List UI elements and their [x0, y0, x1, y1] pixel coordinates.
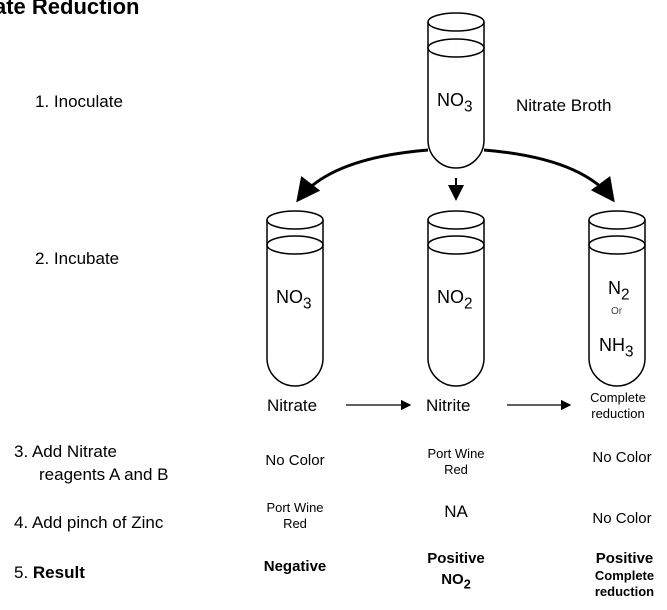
result-positive-complete-line3: reduction [594, 584, 655, 599]
arrow-to-complete [483, 148, 615, 203]
result-positive-complete-line1: Positive [595, 550, 654, 567]
or-label: Or [611, 306, 623, 317]
result-positive-complete: Positive Complete reduction [582, 550, 667, 600]
reagent-result-complete: No Color [592, 449, 652, 466]
zinc-result-nitrate-line1: Port Wine [266, 500, 324, 515]
stage-nitrite: Nitrite [426, 396, 471, 415]
step-result-label: Result [32, 563, 85, 582]
n2-formula: N2 [608, 278, 630, 302]
n2-formula-main: N [608, 278, 621, 298]
reagent-result-nitrite: Port Wine Red [411, 446, 501, 478]
result-no2-main: NO [441, 571, 464, 588]
nitrite-formula-main: NO [437, 287, 464, 307]
nitrite-formula-sub: 2 [464, 295, 473, 313]
nitrate-formula-sub: 3 [303, 295, 312, 313]
result-negative: Negative [263, 558, 327, 575]
n2-formula-sub: 2 [621, 286, 630, 304]
nitrate-tube-formula: NO3 [276, 287, 312, 311]
arrow-to-nitrate [296, 148, 429, 203]
broth-formula-main: NO [437, 90, 464, 110]
step-add-reagents-line2: reagents A and B [39, 465, 169, 484]
reagent-result-nitrate: No Color [265, 452, 325, 469]
zinc-result-nitrite: NA [444, 502, 468, 521]
stage-complete-line1: Complete [590, 390, 646, 405]
nitrate-tube [266, 210, 324, 387]
step-inoculate: 1. Inoculate [35, 92, 123, 111]
broth-formula-sub: 3 [464, 98, 473, 116]
stage-nitrate: Nitrate [267, 396, 318, 415]
broth-tube-formula: NO3 [437, 90, 473, 114]
nh3-formula-main: NH [599, 335, 625, 355]
stage-complete-reduction: Complete reduction [582, 390, 654, 422]
nitrite-tube [427, 210, 485, 387]
result-positive-complete-line2: Complete [594, 568, 655, 583]
result-positive-label: Positive [427, 550, 485, 567]
zinc-result-nitrate-line2: Red [283, 516, 307, 531]
zinc-result-complete: No Color [592, 510, 652, 527]
result-no2-sub: 2 [463, 576, 471, 592]
page-title: ate Reduction [0, 0, 140, 19]
complete-reduction-tube [588, 210, 646, 387]
reagent-result-nitrite-line1: Port Wine [427, 446, 485, 461]
step-incubate: 2. Incubate [35, 249, 120, 268]
step-add-reagents-line1: 3. Add Nitrate [14, 442, 118, 461]
zinc-result-nitrate: Port Wine Red [250, 500, 340, 532]
reagent-result-nitrite-line2: Red [444, 462, 468, 477]
nitrate-broth-label: Nitrate Broth [516, 96, 612, 115]
step-result-number: 5. [14, 563, 33, 582]
result-positive-no2: Positive NO2 [411, 550, 501, 592]
nh3-formula: NH3 [599, 335, 634, 359]
step-result: 5. Result [14, 562, 85, 584]
nitrite-tube-formula: NO2 [437, 287, 473, 311]
step-add-zinc: 4. Add pinch of Zinc [14, 513, 164, 532]
nitrate-formula-main: NO [276, 287, 303, 307]
stage-complete-line2: reduction [591, 406, 645, 421]
nh3-formula-sub: 3 [625, 343, 634, 361]
broth-tube [427, 12, 485, 169]
result-no2-formula: NO2 [411, 571, 501, 592]
